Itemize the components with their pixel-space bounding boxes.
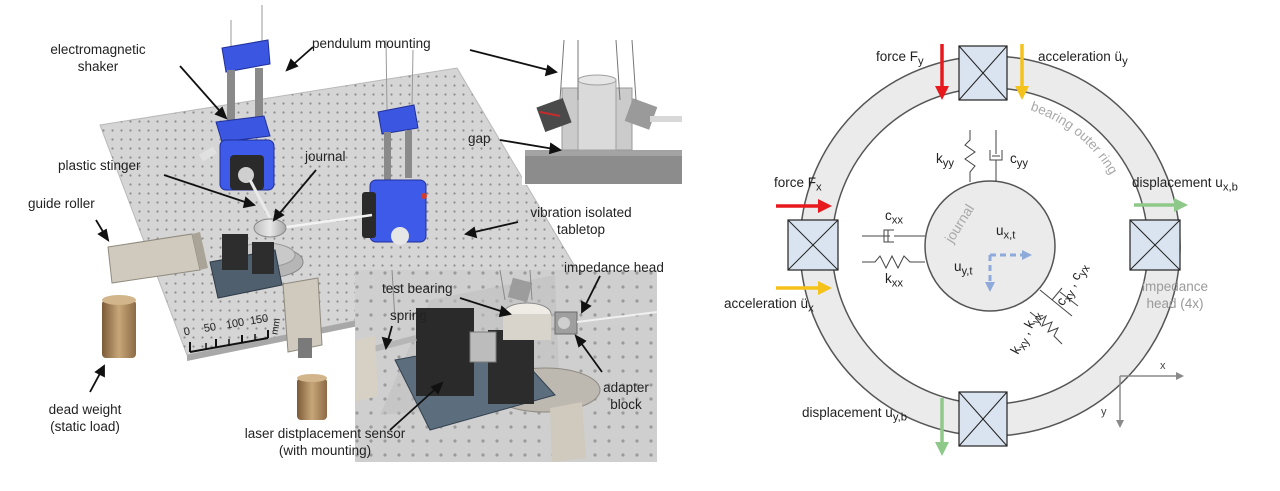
label-cyy: cyy xyxy=(1010,150,1028,173)
label-acceleration-ux: acceleration üx xyxy=(724,295,814,318)
acceleration-x-arrow xyxy=(776,281,832,295)
displacement-x-arrow xyxy=(1134,198,1188,212)
label-line: vibration isolated xyxy=(530,205,632,220)
journal-motion-arrows xyxy=(985,250,1032,292)
axis-y-label: y xyxy=(1101,406,1107,418)
test-rig-illustration xyxy=(89,5,682,462)
label-text: c xyxy=(1010,151,1017,166)
force-x-arrow xyxy=(776,199,832,213)
displacement-y-arrow xyxy=(935,398,949,456)
label-subscript: yy xyxy=(1016,157,1028,170)
acceleration-y-arrow xyxy=(1015,44,1029,100)
force-y-arrow xyxy=(935,44,949,100)
label-line: head (4x) xyxy=(1146,296,1204,311)
scale-unit: mm xyxy=(269,317,284,336)
pendulum-mounting-inset xyxy=(522,39,682,185)
label-uxt: ux,t xyxy=(996,222,1015,245)
label-impedance-head-4x: impedance head (4x) xyxy=(1130,278,1220,312)
label-text: u xyxy=(954,259,962,274)
label-subscript: y,b xyxy=(892,411,907,424)
label-dead-weight: dead weight (static load) xyxy=(30,401,140,435)
label-text: force F xyxy=(774,175,817,190)
label-line: tabletop xyxy=(556,222,606,237)
impedance-head-right xyxy=(1129,219,1181,271)
coordinate-axes xyxy=(1116,372,1184,428)
label-subscript: x xyxy=(808,302,814,315)
label-electromagnetic-shaker: electromagnetic shaker xyxy=(38,41,158,75)
label-vibration-isolated-tabletop: vibration isolated tabletop xyxy=(520,204,642,238)
electromagnetic-shaker-2 xyxy=(362,39,427,245)
cross-coupling-elements xyxy=(1029,287,1079,345)
impedance-head-left xyxy=(787,219,839,271)
label-subscript: x,b xyxy=(1222,181,1238,194)
journal-circle xyxy=(924,180,1056,312)
label-journal: journal xyxy=(305,149,346,164)
detail-inset xyxy=(355,269,658,462)
label-adapter-block: adapter block xyxy=(596,379,656,413)
label-text: acceleration ü xyxy=(1038,49,1123,64)
label-subscript: yy xyxy=(942,157,954,170)
scale-bar xyxy=(189,330,269,353)
label-gap: gap xyxy=(468,131,491,146)
label-kyy: kyy xyxy=(936,150,954,173)
label-force-fx: force Fx xyxy=(774,174,822,197)
label-subscript: x,t xyxy=(1003,229,1016,242)
label-line: impedance xyxy=(1141,279,1209,294)
label-pendulum-mounting: pendulum mounting xyxy=(312,36,431,51)
label-line: (static load) xyxy=(50,419,120,434)
leader-lines xyxy=(89,46,603,431)
impedance-head-top xyxy=(958,45,1008,101)
label-displacement-uxb: displacement ux,b xyxy=(1132,174,1238,197)
label-cxx: cxx xyxy=(885,207,903,230)
guide-roller-2 xyxy=(282,277,323,358)
label-subscript: y,t xyxy=(961,265,973,278)
label-text: k xyxy=(936,151,943,166)
electromagnetic-shaker xyxy=(199,5,275,191)
dead-weight xyxy=(102,295,327,420)
spring-damper-yy xyxy=(964,130,1003,182)
label-subscript: y xyxy=(1122,55,1128,68)
label-acceleration-uy: acceleration üy xyxy=(1038,48,1128,71)
spring-xx xyxy=(862,254,925,270)
impedance-head-bottom xyxy=(958,391,1008,447)
label-line: block xyxy=(610,397,642,412)
label-line: adapter xyxy=(603,380,649,395)
label-text: k xyxy=(885,271,892,286)
label-force-fy: force Fy xyxy=(876,48,924,71)
label-line: (with mounting) xyxy=(278,443,372,458)
damper-xx xyxy=(862,229,925,243)
label-uyt: uy,t xyxy=(954,258,973,281)
label-subscript: x xyxy=(816,181,822,194)
label-text: u xyxy=(996,223,1004,238)
label-test-bearing: test bearing xyxy=(382,281,453,296)
label-text: displacement u xyxy=(1132,175,1223,190)
label-displacement-uyb: displacement uy,b xyxy=(802,404,907,427)
label-line: electromagnetic xyxy=(50,42,146,57)
guide-roller xyxy=(107,232,208,284)
label-impedance-head: impedance head xyxy=(564,260,664,275)
label-plastic-stinger: plastic stinger xyxy=(58,158,141,173)
axis-x-label: x xyxy=(1160,360,1166,372)
bearing-model-diagram: bearing outer ring journal xyxy=(776,44,1188,456)
label-text: acceleration ü xyxy=(724,296,809,311)
label-line: laser distplacement sensor xyxy=(244,426,406,441)
label-subscript: y xyxy=(918,55,924,68)
label-spring: spring xyxy=(390,308,427,323)
label-kxx: kxx xyxy=(885,270,903,293)
label-text: c xyxy=(885,208,892,223)
label-text: displacement u xyxy=(802,405,893,420)
label-line: dead weight xyxy=(48,402,122,417)
laser-sensor-mount xyxy=(209,234,283,299)
scale-tick-100: 100 xyxy=(225,316,246,332)
label-subscript: xx xyxy=(891,277,903,290)
label-subscript: xx xyxy=(891,214,903,227)
label-laser-sensor: laser distplacement sensor (with mountin… xyxy=(210,425,440,459)
label-guide-roller: guide roller xyxy=(28,196,95,211)
label-text: force F xyxy=(876,49,919,64)
label-line: shaker xyxy=(77,59,119,74)
